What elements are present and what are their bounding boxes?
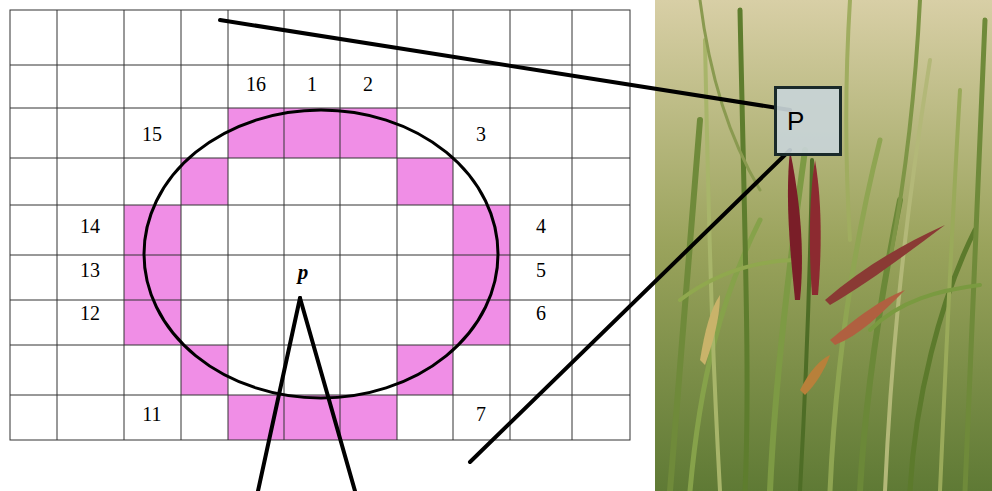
callout-number: 1 — [307, 74, 317, 94]
callout-number: 16 — [246, 74, 266, 94]
callout-number: 4 — [536, 216, 546, 236]
circle — [144, 110, 498, 398]
center-pixel-label: p — [298, 262, 309, 283]
pixel-grid — [10, 10, 630, 440]
leader-lines — [220, 20, 790, 491]
callout-number: 5 — [536, 260, 546, 280]
callout-number: 15 — [142, 124, 162, 144]
callout-number: 2 — [363, 74, 373, 94]
callout-number: 11 — [142, 404, 161, 424]
callout-number: 6 — [536, 303, 546, 323]
callout-number: 3 — [476, 124, 486, 144]
callout-number: 12 — [80, 303, 100, 323]
callout-number: 13 — [80, 260, 100, 280]
grass-photo — [655, 0, 992, 491]
callout-number: 7 — [476, 404, 486, 424]
callout-number: 14 — [80, 216, 100, 236]
sample-window: P — [774, 86, 842, 156]
window-label: P — [787, 108, 839, 134]
